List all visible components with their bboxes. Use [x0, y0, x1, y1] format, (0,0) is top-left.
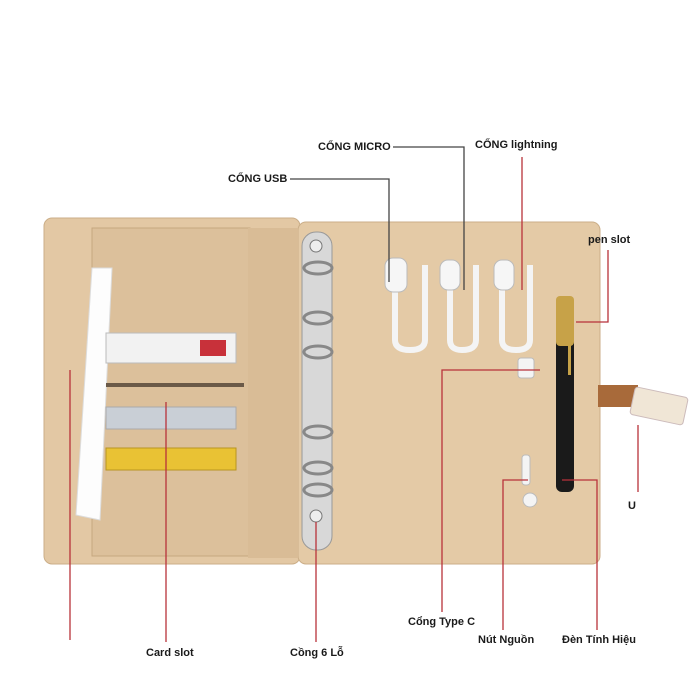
ring-button [309, 509, 323, 523]
pen-cap-trim [556, 296, 574, 346]
label-usb-drive: U [628, 500, 636, 512]
label-pen-slot: pen slot [588, 234, 631, 246]
signal-light [522, 492, 538, 508]
label-six-ring: Cồng 6 Lỗ [290, 647, 344, 659]
bank-card [105, 447, 237, 471]
left-pocket [91, 227, 251, 557]
micro-connector [439, 259, 461, 291]
label-lightning-port: CỔNG lightning [475, 139, 558, 151]
lightning-connector [493, 259, 515, 291]
leader-lines [69, 146, 639, 642]
paper-sheet [75, 267, 113, 521]
closure-strap [598, 385, 638, 407]
card-slot-line [106, 383, 244, 387]
bank-card [105, 406, 237, 430]
inner-flap [248, 228, 298, 558]
label-micro-port: CỔNG MICRO [318, 141, 391, 153]
usb-connector [384, 257, 408, 293]
label-signal-light: Đèn Tính Hiệu [562, 634, 636, 646]
charging-cables [392, 265, 533, 354]
type-c-port [517, 357, 535, 379]
binder-rings [302, 260, 334, 498]
ring-button [309, 239, 323, 253]
label-type-c-port: Cổng Type C [408, 616, 476, 628]
card-logo [200, 340, 226, 356]
label-usb-port: CỔNG USB [228, 173, 288, 185]
label-power-button: Nút Nguồn [478, 634, 535, 646]
power-button [521, 454, 531, 486]
label-card-slot: Card slot [146, 647, 194, 659]
usb-drive [629, 386, 689, 426]
ring-binder-spine [301, 231, 333, 551]
pen-clip [568, 305, 571, 375]
